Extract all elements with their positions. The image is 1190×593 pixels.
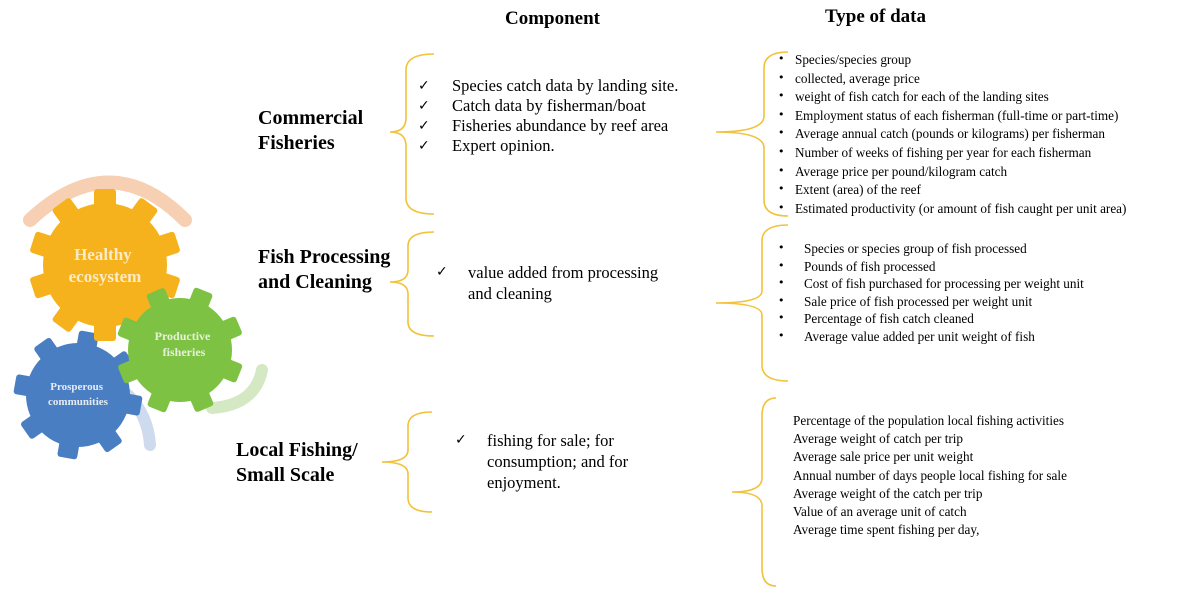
bullet-icon: • xyxy=(778,163,785,177)
bullet-icon: • xyxy=(778,126,785,140)
header-type-of-data: Type of data xyxy=(825,6,926,27)
checkmark-icon: ✓ xyxy=(436,264,448,280)
bullet-icon: • xyxy=(778,200,785,214)
data-item: •Number of weeks of fishing per year for… xyxy=(778,144,1092,160)
gears-illustration: Healthy ecosystem Productive fisheries P… xyxy=(13,175,268,460)
data-item: Average weight of the catch per trip xyxy=(793,485,983,501)
data-item: Percentage of the population local fishi… xyxy=(793,413,1064,428)
bullet-icon: • xyxy=(778,328,785,342)
data-item: Average time spent fishing per day, xyxy=(793,522,980,538)
data-item: •Average annual catch (pounds or kilogra… xyxy=(778,126,1105,142)
brace-commercial-component xyxy=(389,53,435,215)
data-item: •Employment status of each fisherman (fu… xyxy=(778,107,1119,123)
data-item: Annual number of days people local fishi… xyxy=(793,467,1067,483)
bullet-icon: • xyxy=(778,89,785,103)
category-commercial-fisheries: Commercial Fisheries xyxy=(258,107,364,154)
data-item: •Pounds of fish processed xyxy=(778,258,936,274)
data-item: •Cost of fish purchased for processing p… xyxy=(778,276,1084,292)
data-item: •Species/species group xyxy=(778,52,912,67)
bullet-icon: • xyxy=(778,52,785,65)
component-item: ✓Fisheries abundance by reef area xyxy=(418,116,669,135)
bullet-icon: • xyxy=(778,276,785,290)
component-list-commercial: ✓Species catch data by landing site. ✓Ca… xyxy=(418,76,718,156)
data-item: Value of an average unit of catch xyxy=(793,504,967,520)
gear-productive xyxy=(117,287,243,413)
brace-commercial-data xyxy=(715,51,789,217)
gear-label-prosperous: Prosperous communities xyxy=(48,381,109,408)
checkmark-icon: ✓ xyxy=(418,78,430,94)
data-item: •Species or species group of fish proces… xyxy=(778,241,1027,256)
brace-local-component xyxy=(381,411,433,513)
data-list-local: Percentage of the population local fishi… xyxy=(793,412,1093,539)
data-item: •Average value added per unit weight of … xyxy=(778,328,1035,344)
cycle-arc-top xyxy=(23,175,192,227)
component-item-processing: ✓ value added from processing and cleani… xyxy=(436,263,659,303)
cycle-arc-right xyxy=(206,364,268,414)
gear-prosperous xyxy=(13,330,143,460)
category-local-fishing: Local Fishing/ Small Scale xyxy=(236,439,358,486)
data-item: Average weight of catch per trip xyxy=(793,431,964,447)
data-list-commercial: •Species/species group •collected, avera… xyxy=(776,51,1186,218)
brace-processing-component xyxy=(389,231,435,337)
gear-label-productive: Productive fisheries xyxy=(155,329,214,359)
bullet-icon: • xyxy=(778,311,785,325)
component-item: ✓Expert opinion. xyxy=(418,136,555,155)
data-item: •Estimated productivity (or amount of fi… xyxy=(778,200,1127,216)
bullet-icon: • xyxy=(778,182,785,196)
bullet-icon: • xyxy=(778,241,785,254)
data-item: •Percentage of fish catch cleaned xyxy=(778,311,974,327)
component-item-local: ✓ fishing for sale; for consumption; and… xyxy=(455,431,629,492)
checkmark-icon: ✓ xyxy=(418,138,430,154)
data-item: •weight of fish catch for each of the la… xyxy=(778,89,1049,105)
data-list-processing: •Species or species group of fish proces… xyxy=(776,240,1106,346)
bullet-icon: • xyxy=(778,70,785,84)
bullet-icon: • xyxy=(778,144,785,158)
component-item: ✓Catch data by fisherman/boat xyxy=(418,96,646,115)
checkmark-icon: ✓ xyxy=(418,98,430,114)
header-component: Component xyxy=(505,8,601,29)
checkmark-icon: ✓ xyxy=(455,432,467,448)
category-fish-processing: Fish Processing and Cleaning xyxy=(258,246,391,293)
bullet-icon: • xyxy=(778,293,785,307)
bullet-icon: • xyxy=(778,258,785,272)
brace-local-data xyxy=(731,397,777,587)
data-item: •Sale price of fish processed per weight… xyxy=(778,293,1033,309)
component-item: ✓Species catch data by landing site. xyxy=(418,76,679,95)
bullet-icon: • xyxy=(778,107,785,121)
data-item: •Extent (area) of the reef xyxy=(778,182,921,198)
data-item: •Average price per pound/kilogram catch xyxy=(778,163,1008,179)
brace-processing-data xyxy=(715,224,789,382)
data-item: •collected, average price xyxy=(778,70,920,86)
checkmark-icon: ✓ xyxy=(418,118,430,134)
gear-label-healthy: Healthy ecosystem xyxy=(69,245,142,286)
data-item: Average sale price per unit weight xyxy=(793,449,974,465)
